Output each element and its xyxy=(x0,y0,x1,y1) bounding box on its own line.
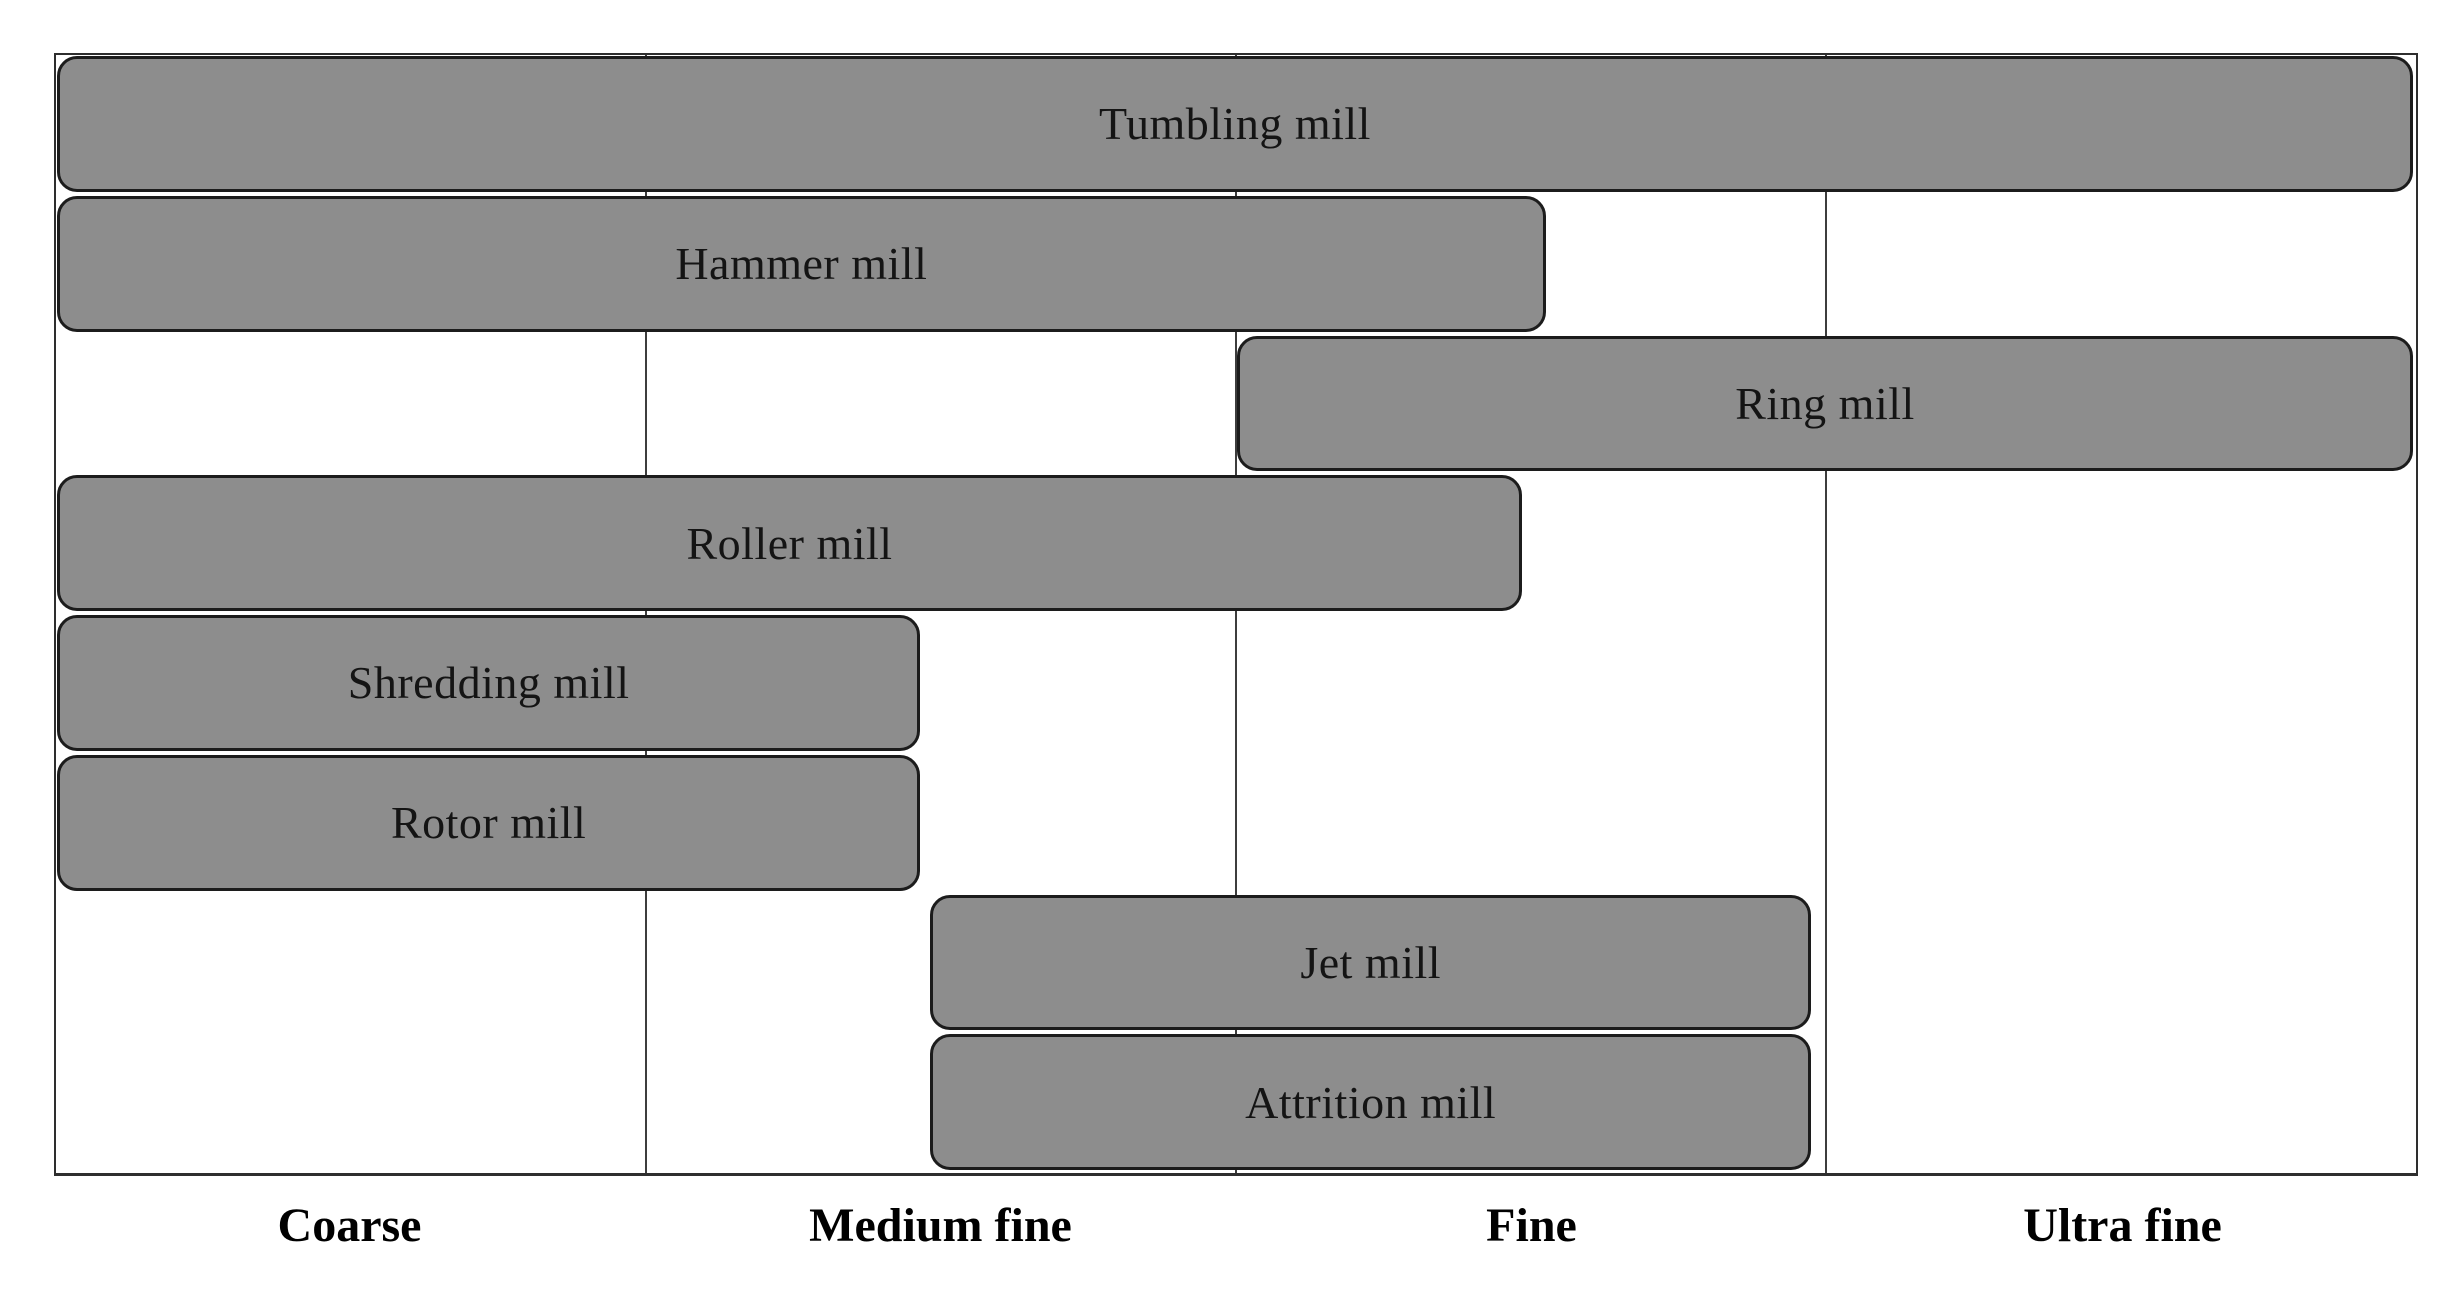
bar-label-roller-mill: Roller mill xyxy=(686,517,893,569)
bar-label-jet-mill: Jet mill xyxy=(1300,936,1442,988)
gridline-x-1 xyxy=(645,55,647,1173)
x-axis-labels: Coarse Medium fine Fine Ultra fine xyxy=(54,1192,2418,1292)
axis-label-ultra-fine: Ultra fine xyxy=(2023,1199,2222,1252)
bar-label-rotor-mill: Rotor mill xyxy=(390,797,587,849)
axis-label-medium-fine: Medium fine xyxy=(809,1199,1072,1252)
axis-label-fine: Fine xyxy=(1486,1199,1577,1252)
bar-hammer-mill: Hammer mill xyxy=(57,195,1546,332)
bar-label-ring-mill: Ring mill xyxy=(1735,377,1915,429)
gridline-x-2 xyxy=(1235,55,1237,1173)
bar-label-tumbling-mill: Tumbling mill xyxy=(1099,98,1371,150)
axis-label-coarse: Coarse xyxy=(277,1199,422,1252)
bar-tumbling-mill: Tumbling mill xyxy=(57,56,2413,192)
gridline-x-3 xyxy=(1825,55,1827,1173)
bar-label-shredding-mill: Shredding mill xyxy=(347,657,630,709)
bar-ring-mill: Ring mill xyxy=(1237,335,2413,472)
bar-rotor-mill: Rotor mill xyxy=(57,754,921,891)
bar-label-attrition-mill: Attrition mill xyxy=(1245,1076,1497,1128)
bar-label-hammer-mill: Hammer mill xyxy=(675,238,928,290)
bar-attrition-mill: Attrition mill xyxy=(930,1034,1812,1170)
bar-shredding-mill: Shredding mill xyxy=(57,615,921,751)
bar-jet-mill: Jet mill xyxy=(930,894,1812,1031)
bar-roller-mill: Roller mill xyxy=(57,475,1523,611)
